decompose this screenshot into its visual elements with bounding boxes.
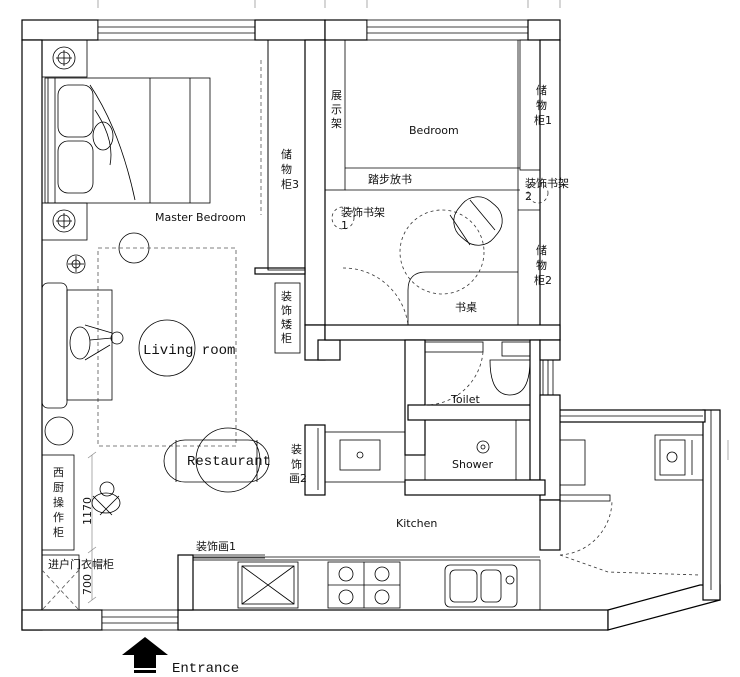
- deco-low-cabinet-char-4: 柜: [281, 332, 292, 345]
- storage-cabinet-1-char-1: 储: [536, 83, 547, 97]
- west-kitchen-char-5: 柜: [53, 526, 64, 539]
- interior-walls: [177, 39, 561, 611]
- bedroom-label: Bedroom: [409, 124, 459, 137]
- west-kitchen-char-2: 厨: [53, 481, 64, 494]
- kitchen-sink-unit: [324, 431, 406, 483]
- entry-wardrobe: [41, 554, 80, 611]
- top-dimension-ticks: [97, 0, 561, 8]
- entrance-arrow-icon: [122, 637, 168, 673]
- living-room-label: Living room: [143, 343, 235, 359]
- toilet-room: [424, 341, 554, 406]
- display-rack-char-3: 架: [331, 117, 342, 130]
- balcony: [559, 434, 729, 576]
- deco-painting-2-char-3: 画2: [289, 472, 307, 485]
- shower-label: Shower: [452, 458, 493, 471]
- deco-bookshelf-2-text: 装饰书架: [525, 176, 569, 190]
- storage-cabinet-2-char-2: 物: [536, 258, 547, 272]
- dimension-1170: 1170: [81, 497, 94, 525]
- storage-cabinet-2-char-3: 柜2: [534, 274, 552, 287]
- master-bedroom: [41, 39, 306, 274]
- deco-low-cabinet-char-1: 装: [281, 290, 292, 303]
- restaurant: [163, 427, 270, 493]
- west-kitchen-char-3: 操: [53, 495, 64, 509]
- storage-cabinet-2-label: 储 物 柜2: [534, 243, 552, 287]
- deco-bookshelf-1-text: 装饰书架: [341, 205, 385, 219]
- deco-low-cabinet-char-3: 矮: [281, 317, 292, 331]
- step-bookshelf-label: 踏步放书: [368, 172, 412, 186]
- storage-cabinet-1-label: 储 物 柜1: [534, 83, 552, 127]
- entrance-label: Entrance: [172, 661, 239, 677]
- entry-wardrobe-label: 进户门衣帽柜: [48, 557, 114, 571]
- display-rack-char-1: 展: [331, 89, 342, 102]
- west-kitchen-char-1: 西: [53, 466, 64, 479]
- storage-cabinet-3-char-2: 物: [281, 162, 292, 176]
- deco-painting-2-char-2: 饰: [291, 457, 302, 471]
- deco-painting-2-char-1: 装: [291, 443, 302, 456]
- display-rack-label: 展 示 架: [331, 89, 342, 130]
- deco-bookshelf-1-label: 装饰书架 1: [341, 205, 385, 232]
- kitchen-counter: [192, 556, 541, 611]
- toilet-label: Toilet: [450, 393, 480, 406]
- deco-low-cabinet-char-2: 饰: [281, 303, 292, 317]
- storage-cabinet-3-label: 储 物 柜3: [281, 147, 299, 191]
- storage-cabinet-1-char-2: 物: [536, 98, 547, 112]
- desk-label: 书桌: [455, 301, 477, 314]
- storage-cabinet-3-char-3: 柜3: [281, 178, 299, 191]
- west-kitchen-cabinet-label: 西 厨 操 作 柜: [53, 466, 64, 539]
- storage-cabinet-1-char-3: 柜1: [534, 114, 552, 127]
- bedroom: [324, 39, 549, 326]
- dimension-700: 700: [81, 574, 94, 595]
- west-kitchen-cabinet: [41, 451, 121, 604]
- storage-cabinet-2-char-1: 储: [536, 243, 547, 257]
- west-kitchen-char-4: 作: [53, 511, 64, 524]
- outer-walls: [21, 19, 721, 631]
- deco-painting-1-label: 装饰画1: [196, 539, 236, 553]
- deco-bookshelf-1-num: 1: [341, 219, 348, 232]
- decorative-painting-1: [193, 554, 265, 559]
- deco-bookshelf-2-label: 装饰书架 2: [525, 176, 569, 203]
- storage-cabinet-3-char-1: 储: [281, 147, 292, 161]
- kitchen-label: Kitchen: [396, 517, 437, 530]
- decorative-painting-2: 装 饰 画2: [289, 428, 319, 490]
- restaurant-label: Restaurant: [187, 454, 271, 470]
- display-rack-char-2: 示: [331, 103, 342, 116]
- deco-bookshelf-2-num: 2: [525, 190, 532, 203]
- shower-room: [424, 419, 531, 481]
- decorative-low-cabinet: 装 饰 矮 柜: [274, 282, 301, 354]
- living-room: [41, 247, 237, 447]
- master-bedroom-label: Master Bedroom: [155, 211, 246, 224]
